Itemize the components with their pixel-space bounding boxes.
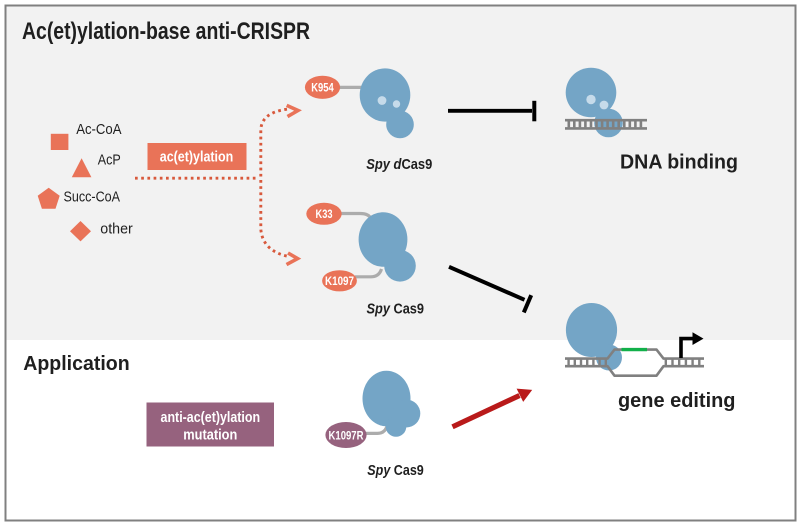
svg-text:Spy dCas9: Spy dCas9 <box>366 157 432 173</box>
svg-text:AcP: AcP <box>98 151 121 168</box>
svg-text:K33: K33 <box>316 209 333 221</box>
svg-text:K1097R: K1097R <box>329 430 365 442</box>
svg-text:K954: K954 <box>311 83 334 95</box>
svg-text:Ac(et)ylation-base anti-CRISPR: Ac(et)ylation-base anti-CRISPR <box>22 18 310 45</box>
svg-text:Ac-CoA: Ac-CoA <box>76 121 121 138</box>
svg-text:mutation: mutation <box>183 427 237 444</box>
svg-text:Succ-CoA: Succ-CoA <box>64 188 121 205</box>
svg-text:gene editing: gene editing <box>618 389 736 412</box>
svg-text:anti-ac(et)ylation: anti-ac(et)ylation <box>161 409 261 426</box>
svg-text:Application: Application <box>23 352 130 375</box>
svg-text:Spy Cas9: Spy Cas9 <box>367 301 425 317</box>
svg-text:other: other <box>100 221 133 238</box>
svg-text:DNA binding: DNA binding <box>620 150 738 173</box>
svg-text:K1097: K1097 <box>325 276 354 288</box>
svg-text:ac(et)ylation: ac(et)ylation <box>160 150 234 166</box>
svg-text:Spy Cas9: Spy Cas9 <box>367 463 424 479</box>
